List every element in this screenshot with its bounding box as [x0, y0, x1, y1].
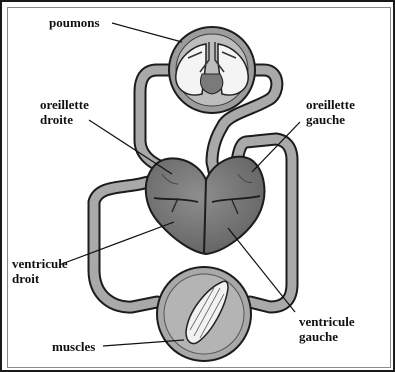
- lungs: [169, 27, 255, 113]
- leader-poumons: [112, 23, 182, 42]
- label-ventricule-gauche-line1: ventricule: [299, 314, 355, 329]
- label-ventricule-droit-line1: ventricule: [12, 256, 68, 271]
- label-ventricule-droit-line2: droit: [12, 271, 39, 286]
- heart: [146, 157, 265, 254]
- label-oreillette-gauche-line1: oreillette: [306, 97, 355, 112]
- label-muscles: muscles: [52, 339, 95, 354]
- label-poumons: poumons: [49, 15, 100, 30]
- leader-oreillette-droite: [89, 120, 172, 174]
- label-oreillette-droite-line2: droite: [40, 112, 73, 127]
- label-ventricule-gauche-line2: gauche: [299, 329, 338, 344]
- label-oreillette-gauche-line2: gauche: [306, 112, 345, 127]
- muscles: [157, 267, 251, 361]
- label-oreillette-droite-line1: oreillette: [40, 97, 89, 112]
- leader-ventricule-droit: [59, 222, 174, 265]
